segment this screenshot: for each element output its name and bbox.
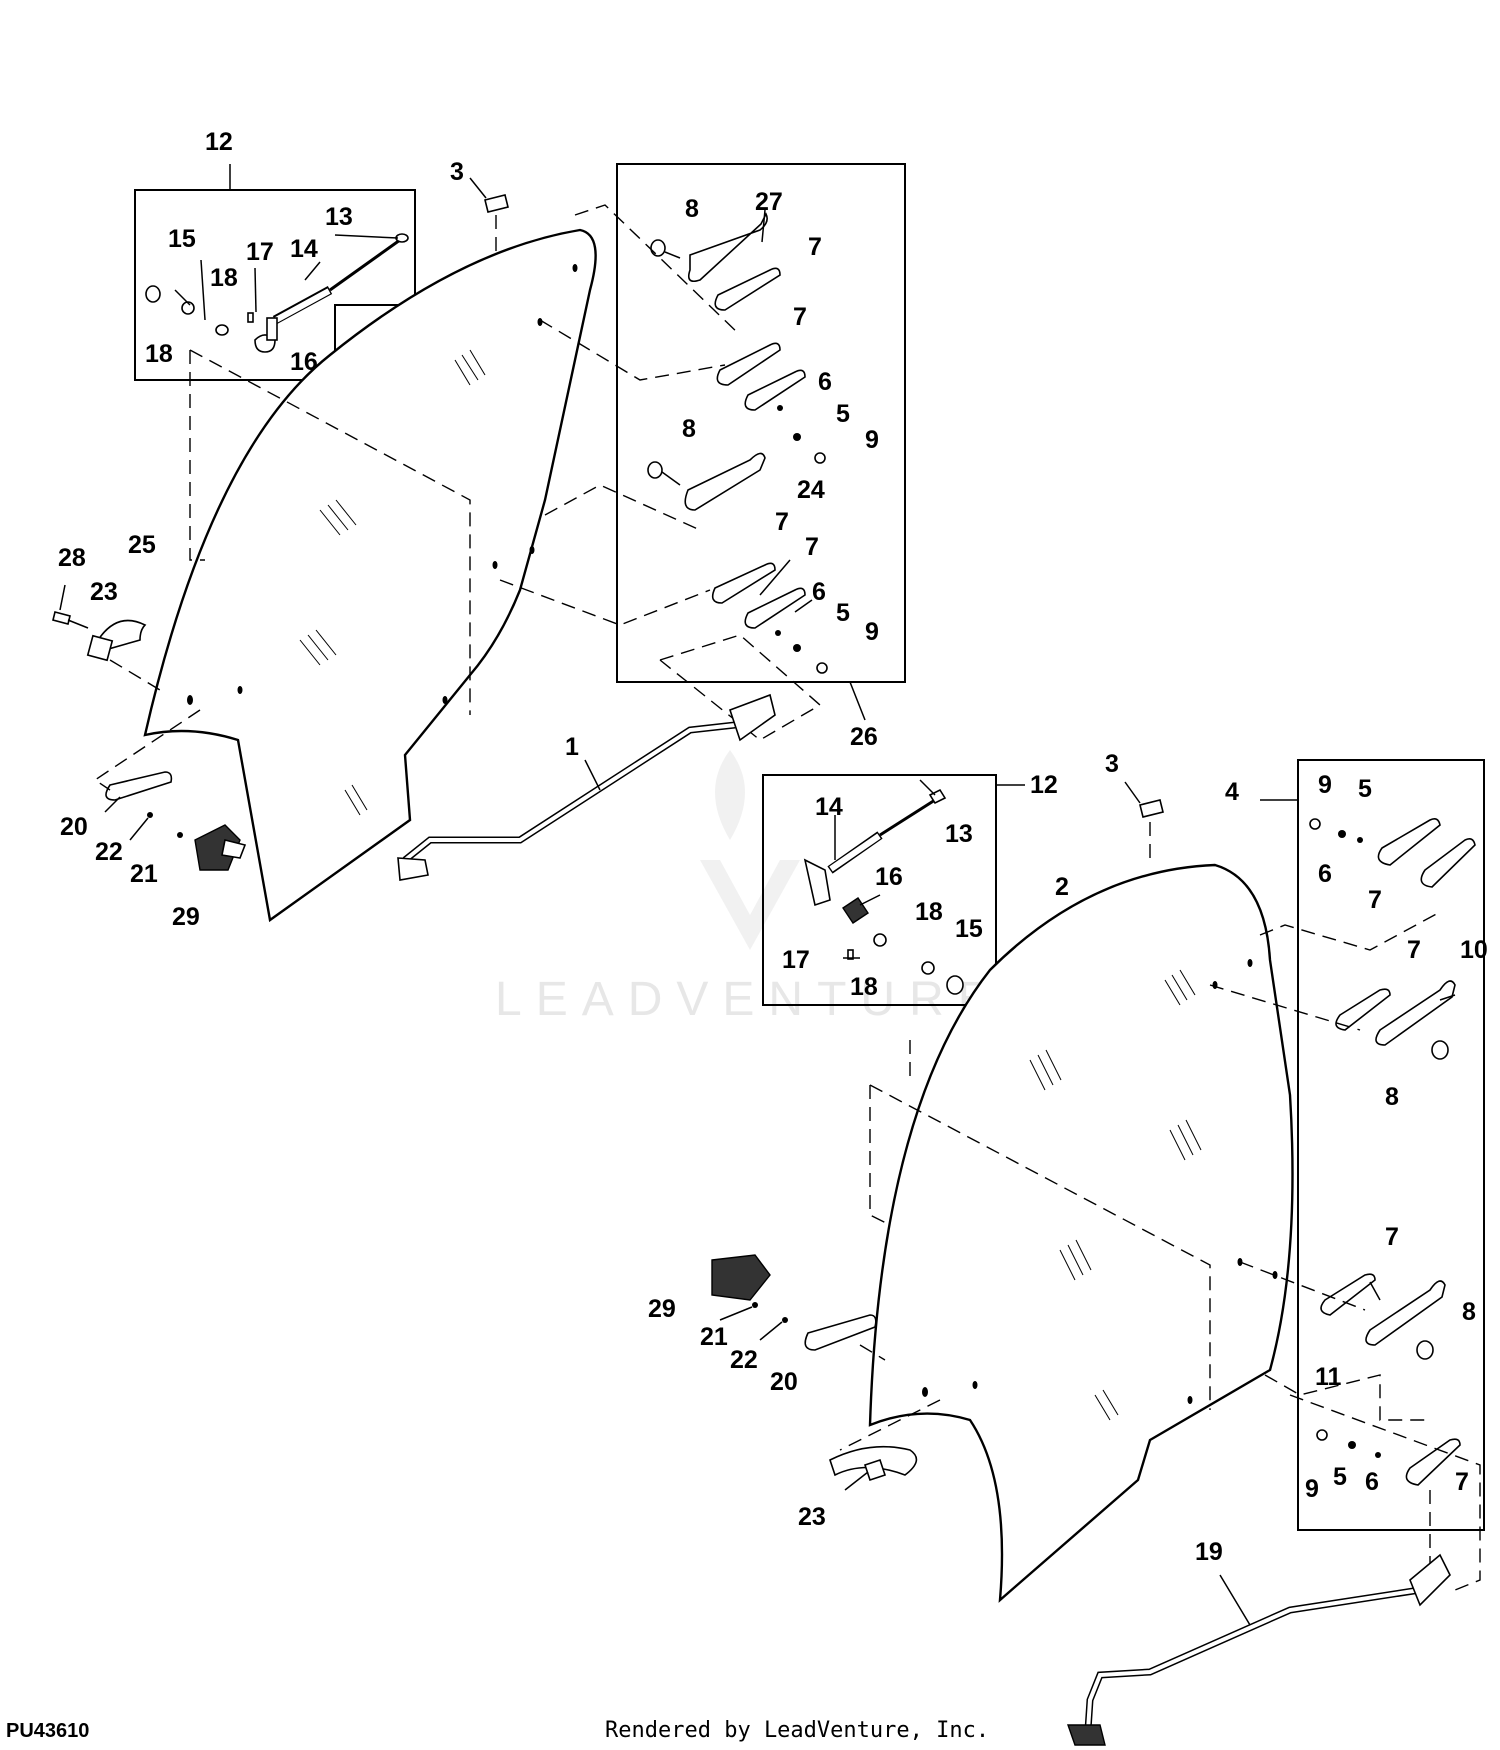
callout: 6 [1365,1468,1379,1496]
callout: 23 [798,1503,826,1531]
handle-23-left [52,584,161,691]
callout: 13 [945,820,973,848]
callout: 22 [730,1346,758,1374]
callout: 29 [648,1295,676,1323]
box-26 [616,163,906,721]
callout: 18 [145,340,173,368]
callout: 1 [565,733,579,761]
callout: 7 [793,303,807,331]
box-12-left [134,164,416,381]
box-12-right [762,774,1025,1006]
callout: 28 [58,544,86,572]
callout: 7 [1368,886,1382,914]
callout: 8 [685,195,699,223]
latch-assembly-left [93,709,247,871]
door-glass-25 [143,228,597,923]
callout: 25 [128,531,156,559]
callout: 13 [325,203,353,231]
rod-19 [1067,1553,1451,1746]
watermark-text: LEADVENTURE [495,973,1004,1026]
callout: 7 [808,233,822,261]
callout: 6 [812,578,826,606]
callout: 5 [1358,775,1372,803]
callout: 4 [1225,778,1239,806]
rod-1 [397,693,776,881]
callout: 21 [130,860,158,888]
callout: 19 [1195,1538,1223,1566]
callout: 7 [1455,1468,1469,1496]
callout: 15 [955,915,983,943]
callout: 21 [700,1323,728,1351]
callout: 9 [865,618,879,646]
callout: 5 [836,400,850,428]
callout: 8 [1462,1298,1476,1326]
gas-strut-14-right [803,779,964,995]
callout: 9 [865,426,879,454]
callout: 7 [775,508,789,536]
diagram-id: PU43610 [6,1720,90,1742]
dashed-leaders-26 [189,204,822,741]
rendered-by-footer: Rendered by LeadVenture, Inc. [605,1718,990,1743]
callout: 7 [1407,936,1421,964]
latch-assembly-right [711,1254,886,1361]
box-4 [1260,759,1485,1531]
callout: 12 [1030,771,1058,799]
callout: 20 [770,1368,798,1396]
glass-25-hatching [187,264,578,816]
callout: 7 [1385,1223,1399,1251]
watermark: LEADVENTURE [495,750,1004,1026]
callout: 14 [815,793,843,821]
callout: 9 [1305,1475,1319,1503]
callout: 8 [1385,1083,1399,1111]
hinge-parts-4 [1309,818,1476,1486]
callout: 26 [850,723,878,751]
callouts-left: 12 3 13 15 17 14 18 18 16 8 27 7 7 6 5 9… [58,128,879,931]
callout: 3 [1105,750,1119,778]
dashed-leaders-4 [869,911,1481,1591]
clip-3-left [469,177,509,265]
gas-strut-14-left [145,233,409,353]
handle-23-right [829,1399,941,1491]
callout: 20 [60,813,88,841]
callout: 18 [210,264,238,292]
callout: 29 [172,903,200,931]
hinge-parts-26 [647,209,828,674]
callout: 5 [836,599,850,627]
callout: 17 [246,238,274,266]
callout: 18 [915,898,943,926]
callout: 16 [290,348,318,376]
callout: 8 [682,415,696,443]
callout: 2 [1055,873,1069,901]
callout: 7 [805,533,819,561]
callout: 23 [90,578,118,606]
callout: 6 [818,368,832,396]
callout: 15 [168,225,196,253]
door-glass-2 [868,863,1294,1603]
callouts-right: 12 3 4 9 5 14 13 6 7 16 18 15 17 18 2 7 … [648,750,1488,1566]
callout: 16 [875,863,903,891]
callout: 10 [1460,936,1488,964]
callout: 12 [205,128,233,156]
callout: 5 [1333,1463,1347,1491]
callout: 27 [755,188,783,216]
callout: 22 [95,838,123,866]
callout: 14 [290,235,318,263]
callout: 18 [850,973,878,1001]
callout: 3 [450,158,464,186]
callout: 24 [797,476,825,504]
callout: 11 [1315,1363,1342,1391]
callout: 9 [1318,771,1332,799]
callout: 6 [1318,860,1332,888]
clip-3-right [1124,781,1164,862]
callout: 17 [782,946,810,974]
